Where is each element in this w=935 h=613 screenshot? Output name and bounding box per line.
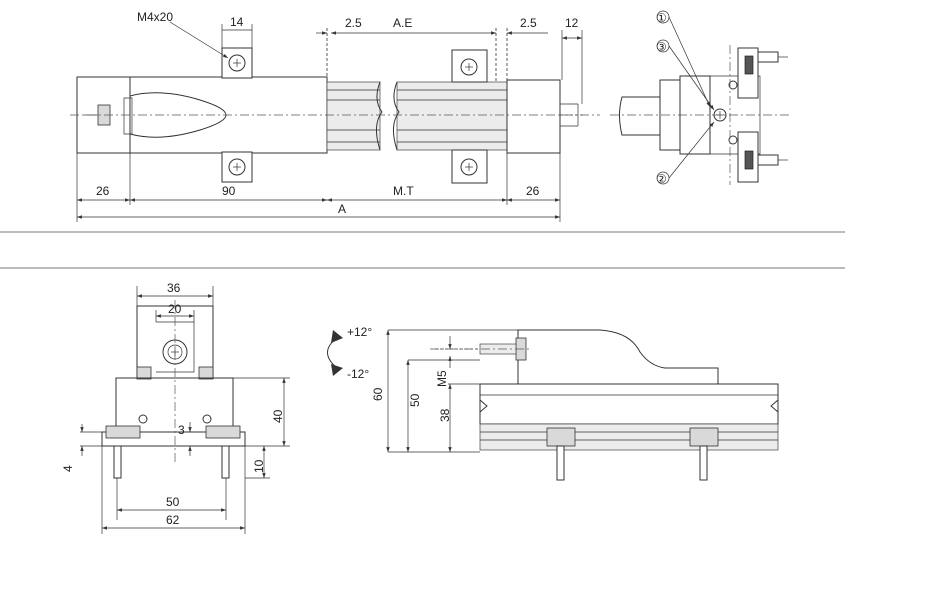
label-90: 90 — [222, 184, 236, 198]
label-36: 36 — [167, 281, 181, 295]
clamp-bottom-right — [451, 149, 488, 184]
front-section-view: 36 20 40 3 4 10 50 62 — [61, 281, 290, 534]
end-view: ① ③ ② — [610, 10, 790, 186]
label-26-right: 26 — [526, 184, 540, 198]
label-50-front: 50 — [166, 495, 180, 509]
rail-section — [326, 81, 508, 151]
label-60: 60 — [371, 387, 385, 401]
label-50-side: 50 — [408, 393, 422, 407]
callout-2: ② — [656, 172, 667, 186]
label-3: 3 — [178, 423, 185, 437]
label-ae: A.E — [393, 16, 412, 30]
label-m4x20: M4x20 — [137, 10, 173, 24]
label-14: 14 — [230, 15, 244, 29]
clamp-top-right — [451, 49, 488, 83]
label-62: 62 — [166, 513, 180, 527]
end-cap — [506, 79, 561, 154]
label-angle-down: -12° — [347, 367, 369, 381]
label-12: 12 — [565, 16, 579, 30]
label-20: 20 — [168, 302, 182, 316]
label-26-left: 26 — [96, 184, 110, 198]
clamp-top-left — [221, 47, 253, 79]
callout-3: ③ — [656, 40, 667, 54]
label-40: 40 — [271, 409, 285, 423]
label-2-5-left: 2.5 — [345, 16, 362, 30]
label-mt: M.T — [393, 184, 414, 198]
label-4: 4 — [61, 465, 75, 472]
label-angle-up: +12° — [347, 325, 372, 339]
label-a: A — [338, 202, 346, 216]
label-10: 10 — [252, 459, 266, 473]
callout-1: ① — [656, 11, 667, 25]
label-38: 38 — [438, 408, 452, 422]
label-2-5-right: 2.5 — [520, 16, 537, 30]
top-view: M4x20 14 2.5 A.E 2.5 12 26 90 M.T 26 A — [70, 10, 600, 222]
clamp-bottom-left — [221, 151, 253, 183]
side-view: +12° -12° 60 50 38 M5 — [327, 325, 779, 481]
label-m5: M5 — [435, 370, 449, 387]
